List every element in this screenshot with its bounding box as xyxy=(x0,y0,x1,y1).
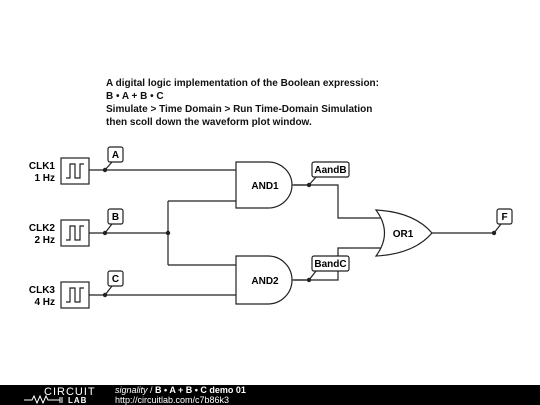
node-label-bandc[interactable]: BandC xyxy=(308,255,350,281)
clock-source-clk3[interactable]: CLK3 4 Hz xyxy=(29,281,90,309)
resistor-icon xyxy=(24,394,63,404)
and-gate-icon xyxy=(235,161,293,209)
footer-separator: / xyxy=(147,385,156,395)
logo-text: CIRCUIT xyxy=(44,386,96,398)
description-line-1: A digital logic implementation of the Bo… xyxy=(106,78,379,89)
node-label-text: AandB xyxy=(314,165,346,176)
clock-frequency: 1 Hz xyxy=(34,173,55,184)
node-label-text: C xyxy=(112,274,119,285)
footer-circuit-title: B • A + B • C demo 01 xyxy=(155,385,246,395)
gate-and2[interactable]: AND2 xyxy=(235,255,309,305)
clock-source-clk1[interactable]: CLK1 1 Hz xyxy=(29,157,90,185)
node-label-text: B xyxy=(112,212,119,223)
footer-user-link[interactable]: signality xyxy=(115,385,148,395)
or-gate-icon xyxy=(374,209,433,257)
node-label-c[interactable]: C xyxy=(104,270,124,296)
clock-frequency: 4 Hz xyxy=(34,297,55,308)
circuit-description: A digital logic implementation of the Bo… xyxy=(106,77,379,129)
clock-label: CLK2 xyxy=(29,223,56,234)
square-wave-icon xyxy=(66,225,84,241)
gate-label: OR1 xyxy=(393,229,414,240)
description-line-2: B • A + B • C xyxy=(106,91,164,102)
clock-frequency: 2 Hz xyxy=(34,235,55,246)
description-line-4: then scoll down the waveform plot window… xyxy=(106,117,312,128)
description-line-3: Simulate > Time Domain > Run Time-Domain… xyxy=(106,104,373,115)
clock-label: CLK1 xyxy=(29,161,56,172)
node-label-b[interactable]: B xyxy=(104,208,124,234)
square-wave-icon xyxy=(66,163,84,179)
wire-and1-or1 xyxy=(294,184,383,219)
node-label-a[interactable]: A xyxy=(104,146,124,171)
junction-dot xyxy=(165,230,171,236)
node-label-f[interactable]: F xyxy=(493,208,513,234)
gate-or1[interactable]: OR1 xyxy=(374,209,433,257)
node-label-aandb[interactable]: AandB xyxy=(308,161,350,186)
clock-label: CLK3 xyxy=(29,285,56,296)
clock-source-clk2[interactable]: CLK2 2 Hz xyxy=(29,219,90,247)
footer-bar: CIRCUIT LAB signality / B • A + B • C de… xyxy=(0,385,540,405)
node-label-text: A xyxy=(112,150,119,161)
gate-label: AND2 xyxy=(251,276,279,287)
logo-text: LAB xyxy=(68,396,88,405)
node-label-text: F xyxy=(501,212,507,223)
gate-label: AND1 xyxy=(251,181,279,192)
gate-and1[interactable]: AND1 xyxy=(235,161,309,209)
and-gate-icon xyxy=(235,255,293,305)
footer-url[interactable]: http://circuitlab.com/c7b86k3 xyxy=(115,395,230,405)
square-wave-icon xyxy=(66,287,84,303)
circuitlab-logo[interactable]: CIRCUIT LAB xyxy=(20,386,95,405)
footer-title-line: signality / B • A + B • C demo 01 xyxy=(115,385,246,395)
schematic-canvas[interactable]: CLK1 1 Hz CLK2 2 Hz CLK3 4 Hz A B C Aand… xyxy=(0,0,540,385)
node-label-text: BandC xyxy=(314,259,346,270)
